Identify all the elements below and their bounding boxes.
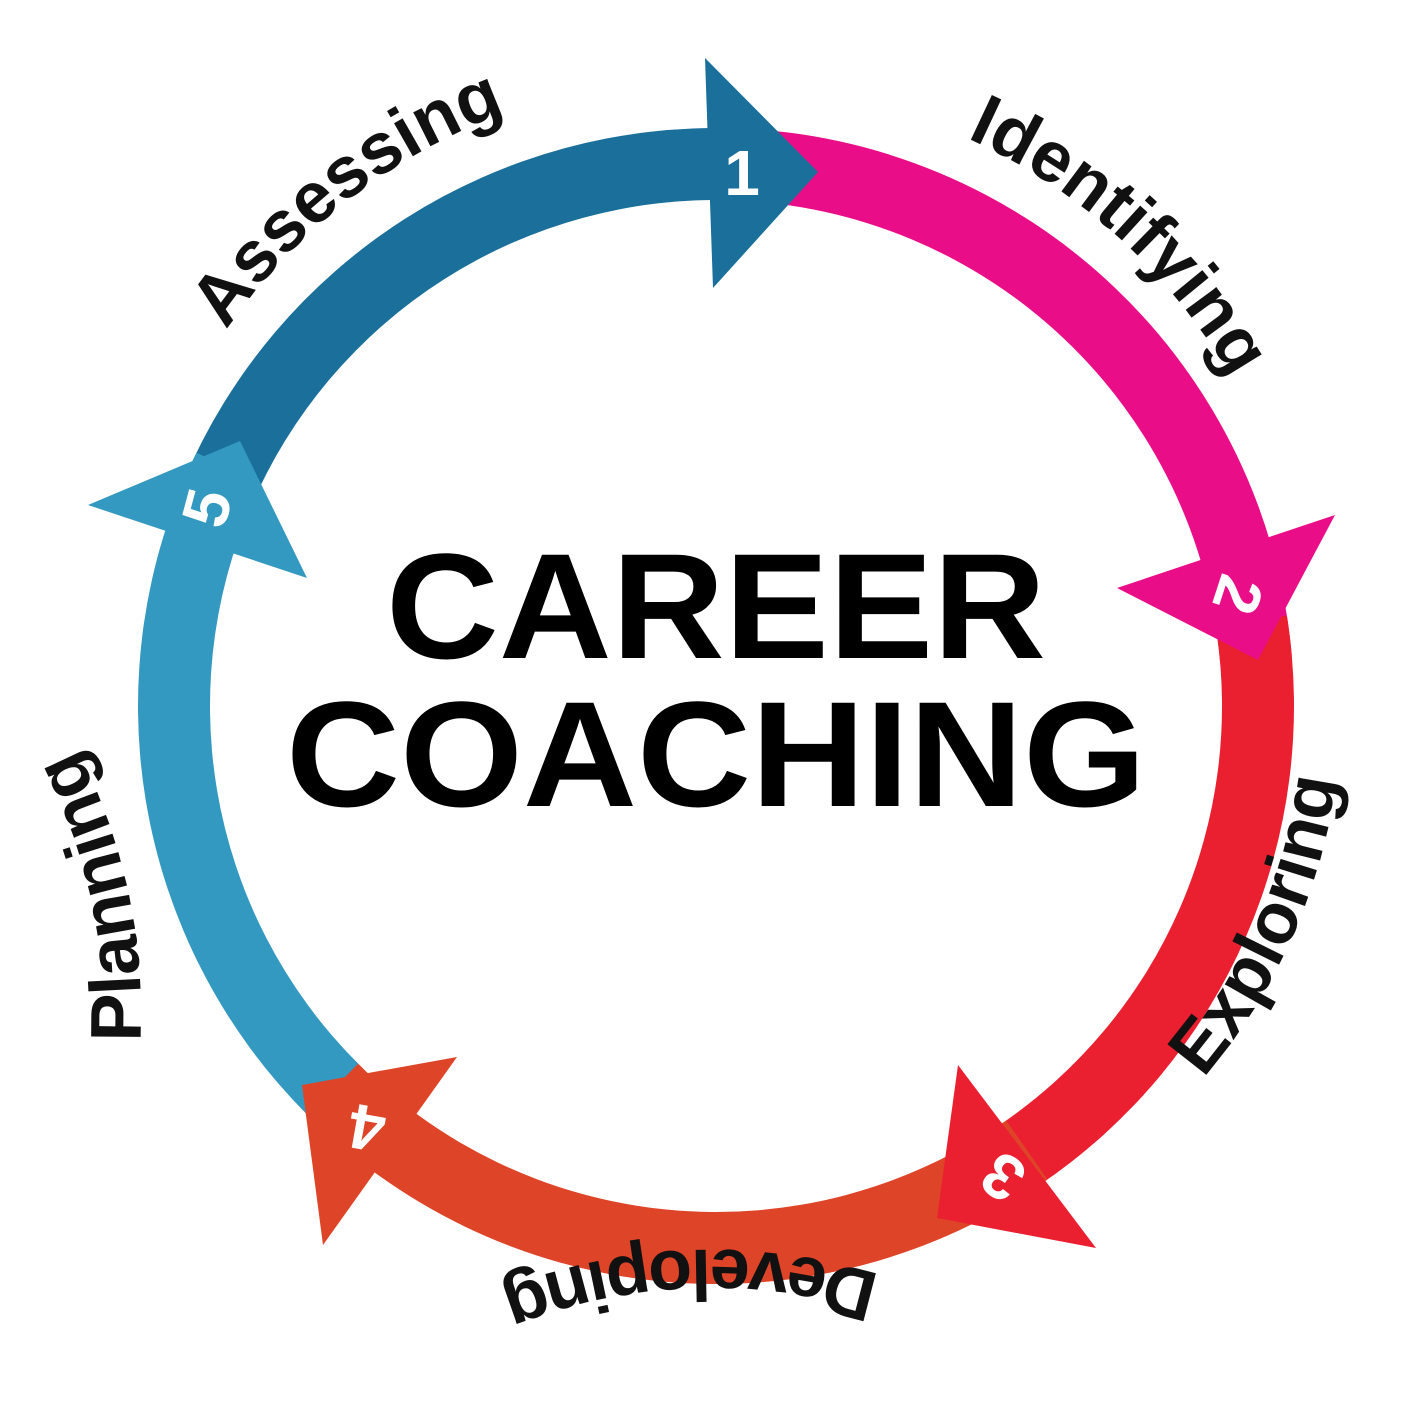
arrowhead-2 bbox=[1117, 515, 1335, 660]
arrowhead-4 bbox=[302, 1057, 457, 1245]
segment-assessing bbox=[183, 127, 737, 509]
step-number-1: 1 bbox=[724, 137, 760, 209]
label-planning: Planning bbox=[19, 741, 157, 1042]
center-title-line-2: COACHING bbox=[286, 670, 1146, 838]
center-title: CAREER COACHING bbox=[286, 522, 1146, 838]
segment-planning bbox=[137, 452, 359, 1115]
segment-developing bbox=[300, 1057, 1048, 1284]
cycle-arrowheads bbox=[88, 58, 1335, 1248]
arrowhead-1 bbox=[705, 58, 818, 288]
segment-exploring bbox=[998, 615, 1294, 1186]
center-title-line-1: CAREER bbox=[386, 522, 1046, 690]
arrowhead-3 bbox=[937, 1065, 1096, 1248]
arrowhead-5 bbox=[88, 441, 307, 578]
